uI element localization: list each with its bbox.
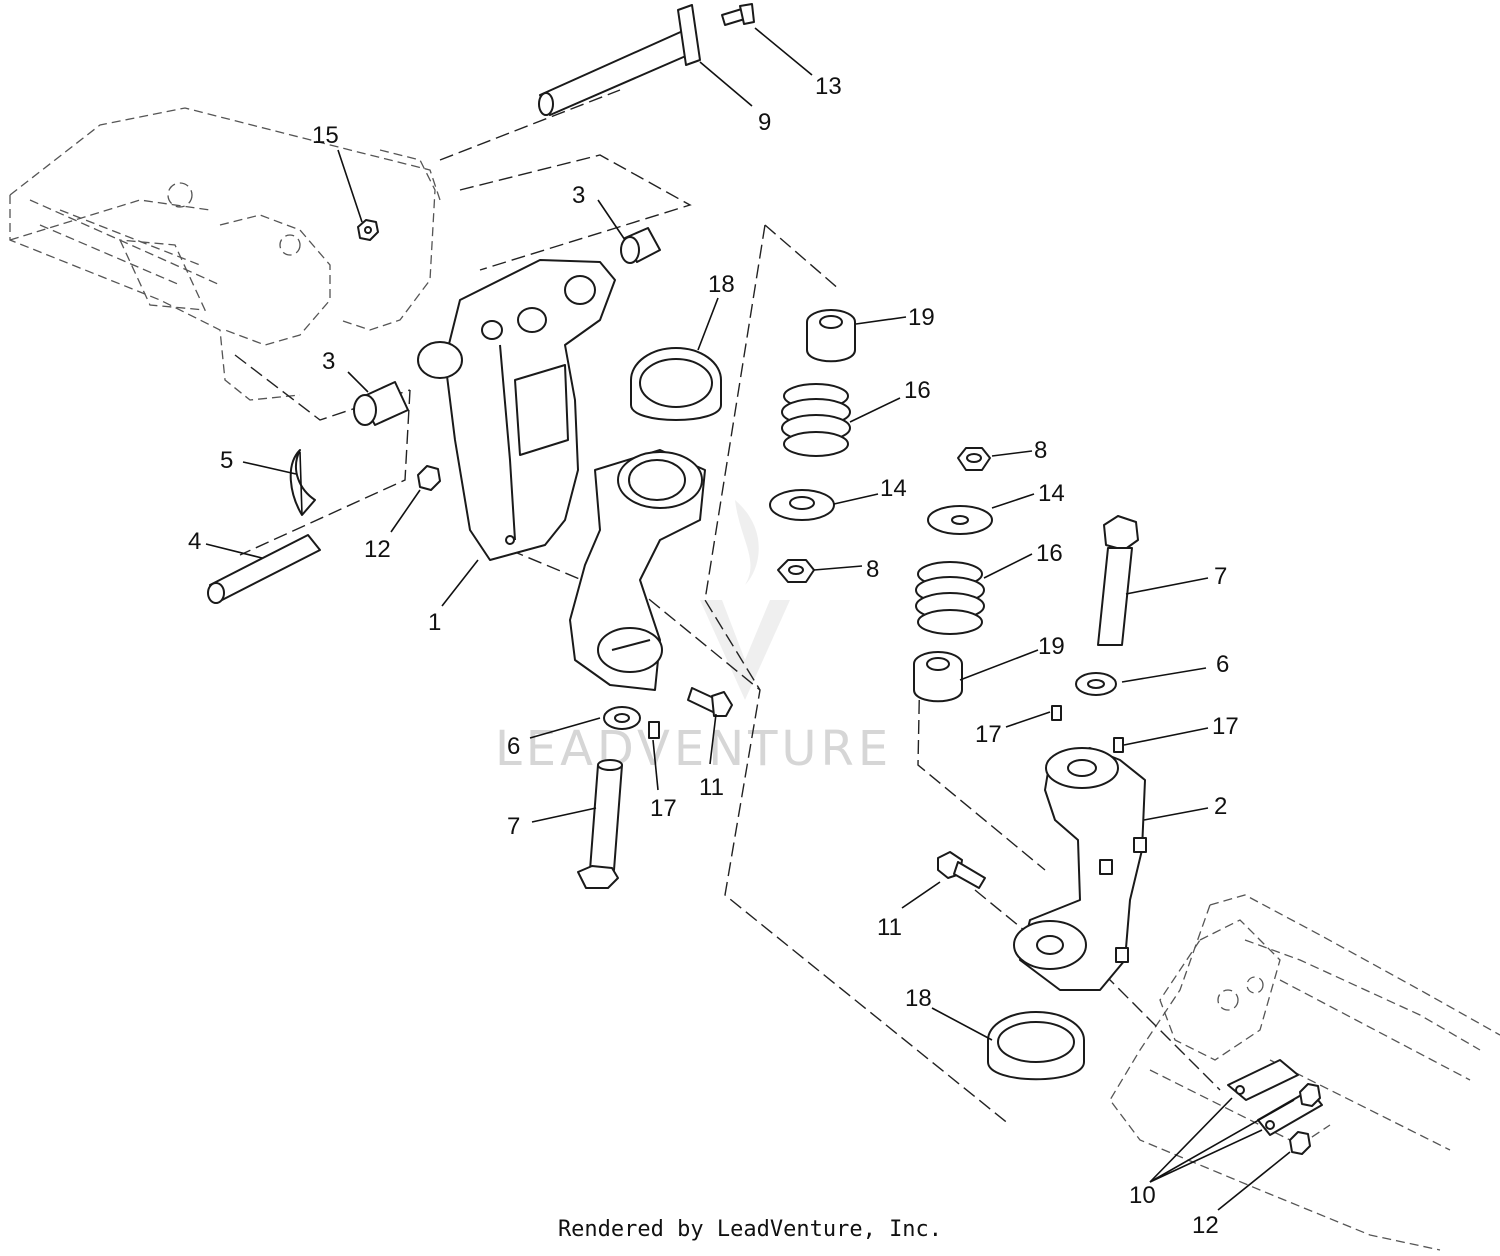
leader-lines: [205, 27, 1295, 1211]
callout-6-right: 6: [1216, 651, 1229, 678]
left-frame-outline: [9, 107, 441, 401]
callout-18-lower: 18: [905, 985, 932, 1012]
callout-7-right: 7: [1214, 563, 1227, 590]
part-5-hair-pin: [289, 449, 316, 516]
callout-16-right: 16: [1036, 540, 1063, 567]
part-11-bolt-right: [937, 851, 986, 889]
spindle-bracket-left: [569, 449, 706, 691]
callout-16-upper: 16: [904, 377, 931, 404]
callout-19-upper: 19: [908, 304, 935, 331]
part-3-bushing-upper: [620, 227, 661, 264]
part-13-bolt: [721, 3, 755, 26]
callout-14-right: 14: [1038, 480, 1065, 507]
callout-18-upper: 18: [708, 271, 735, 298]
callout-17-right-a: 17: [975, 721, 1002, 748]
part-10-plate-set: [1227, 1059, 1323, 1136]
part-14-washer-right: [927, 505, 993, 535]
part-7-bolt-left: [577, 759, 623, 889]
callout-10: 10: [1129, 1182, 1156, 1209]
render-credit: Rendered by LeadVenture, Inc.: [557, 1217, 943, 1242]
callout-6-left: 6: [507, 733, 520, 760]
callout-4: 4: [188, 528, 201, 555]
callout-11-left: 11: [699, 774, 724, 801]
callout-3-lower: 3: [322, 348, 335, 375]
callout-8-mid: 8: [866, 556, 879, 583]
part-16-spring-upper: [781, 383, 851, 457]
callout-17-right-b: 17: [1212, 713, 1239, 740]
part-12-nut-left: [417, 465, 441, 491]
part-2-spindle-bracket-right: [1013, 747, 1147, 991]
callout-12-right: 12: [1192, 1212, 1219, 1239]
part-8-nut-mid: [777, 559, 815, 583]
right-frame-outline: [1109, 894, 1500, 1251]
part-3-bushing-lower: [353, 381, 409, 426]
part-14-washer-upper: [769, 489, 835, 521]
part-6-washer-right: [1075, 672, 1117, 696]
part-6-washer-left: [603, 706, 641, 730]
callout-9: 9: [758, 109, 771, 136]
callout-5: 5: [220, 447, 233, 474]
callout-19-lower: 19: [1038, 633, 1065, 660]
part-17-fitting-left: [648, 721, 660, 739]
part-1-pivot-arm: [417, 259, 616, 561]
assembly-guides: [234, 89, 1221, 1126]
part-15-nut: [357, 219, 379, 241]
callout-8-right: 8: [1034, 437, 1047, 464]
part-19-spacer-lower: [913, 651, 963, 703]
part-9-pivot-pin: [538, 4, 701, 116]
part-17-fitting-right-b: [1113, 737, 1124, 753]
part-17-fitting-right-a: [1051, 705, 1062, 721]
part-18-seal-upper: [630, 347, 722, 421]
callout-13: 13: [815, 73, 842, 100]
part-7-bolt-right: [1097, 515, 1139, 646]
watermark-text: LEADVENTURE: [495, 721, 892, 777]
part-8-nut-right: [957, 447, 991, 471]
part-19-spacer-upper: [806, 309, 856, 363]
callout-1: 1: [428, 609, 441, 636]
part-11-bolt-left: [687, 687, 733, 717]
callout-7-left: 7: [507, 813, 520, 840]
part-12-nut-right: [1289, 1131, 1311, 1155]
callout-12-left: 12: [364, 536, 391, 563]
callout-labels: 13 9 15 3 3 18 19 16 14 8 8 14 16 7 5 4 …: [188, 73, 1239, 1239]
callout-2: 2: [1214, 793, 1227, 820]
part-18-seal-lower: [987, 1011, 1085, 1081]
watermark-logo: [700, 500, 790, 700]
part-4-clevis-pin: [207, 534, 321, 604]
callout-14-upper: 14: [880, 475, 907, 502]
callout-11-right: 11: [877, 914, 902, 941]
callout-3-upper: 3: [572, 182, 585, 209]
callout-15: 15: [312, 122, 339, 149]
part-16-spring-right: [915, 561, 985, 635]
callout-17-left: 17: [650, 795, 677, 822]
